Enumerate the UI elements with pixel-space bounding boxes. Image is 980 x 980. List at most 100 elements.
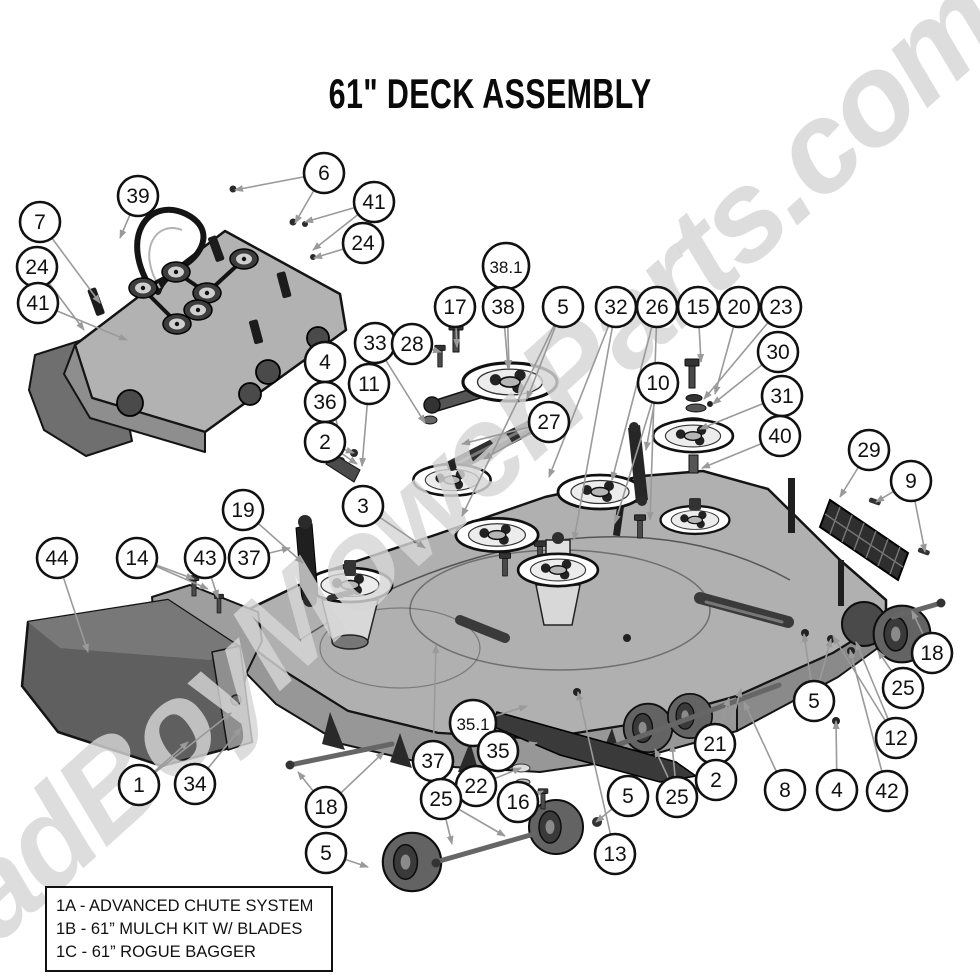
mini-deck-skirt	[63, 344, 206, 453]
leader-line-5	[461, 306, 564, 517]
callout-label-37: 37	[421, 750, 444, 773]
callout-15: 15	[676, 285, 720, 329]
legend-item: 1C - 61” ROGUE BAGGER	[56, 942, 256, 961]
callout-42: 42	[865, 769, 909, 813]
callout-label-27: 27	[537, 411, 560, 434]
rollers-and-rods	[285, 598, 946, 893]
fastener	[573, 688, 581, 696]
leader-line-26	[646, 306, 658, 521]
callout-16: 16	[496, 780, 540, 824]
callout-1: 1	[117, 763, 161, 807]
grate-mesh	[824, 506, 904, 575]
callout-circle-17	[433, 285, 477, 329]
idler-arm-pivot	[423, 396, 441, 414]
callout-label-2: 2	[319, 431, 331, 454]
callout-37: 37	[411, 739, 455, 783]
callout-circle-8	[763, 768, 807, 812]
callout-20: 20	[717, 285, 761, 329]
callout-label-1: 1	[133, 774, 145, 797]
callout-circle-30	[756, 330, 800, 374]
deck-bracket	[788, 478, 795, 533]
axle-rod	[433, 831, 537, 865]
callout-circle-2	[694, 758, 738, 802]
callout-44: 44	[35, 536, 79, 580]
leader-line-10	[614, 382, 659, 524]
deck-bracket	[838, 560, 844, 606]
spindle-pulley	[516, 552, 600, 588]
callout-label-37: 37	[237, 547, 260, 570]
mini-bracket	[208, 235, 225, 262]
axle-rod	[609, 682, 782, 750]
callout-40: 40	[758, 414, 802, 458]
callout-circle-37	[227, 536, 271, 580]
screen-grate-group	[818, 497, 930, 582]
page-title: 61" DECK ASSEMBLY	[329, 70, 652, 117]
callout-13: 13	[593, 832, 637, 876]
link-stud	[629, 422, 639, 432]
nut	[707, 401, 713, 407]
callout-6: 6	[302, 151, 346, 195]
mini-bracket	[87, 287, 105, 316]
callout-label-41: 41	[26, 292, 49, 315]
callout-label-39: 39	[126, 185, 149, 208]
mini-wheel	[255, 359, 281, 385]
callout-5: 5	[606, 774, 650, 818]
axle-rod	[890, 600, 944, 620]
callout-5: 5	[541, 285, 585, 329]
hex-bolt	[684, 358, 700, 389]
callout-label-18: 18	[920, 642, 943, 665]
axle-rod	[287, 741, 395, 768]
callout-label-7: 7	[34, 211, 46, 234]
blade-fin	[390, 733, 412, 768]
callout-label-3: 3	[357, 495, 369, 518]
callout-label-42: 42	[875, 780, 898, 803]
leader-line-42	[848, 649, 888, 792]
callout-circle-19	[221, 488, 265, 532]
callout-label-5: 5	[622, 785, 634, 808]
callout-17: 17	[433, 285, 477, 329]
fastener	[229, 185, 237, 193]
callout-label-4: 4	[319, 351, 331, 374]
drive-belt-inner	[148, 227, 183, 289]
blade-fin	[322, 712, 345, 750]
rod-head	[936, 598, 946, 608]
callout-34: 34	[173, 762, 217, 806]
callout-circle-35	[476, 729, 520, 773]
callout-14: 14	[115, 536, 159, 580]
callout-3: 3	[341, 484, 385, 528]
callout-label-17: 17	[443, 296, 466, 319]
callout-circle-6	[302, 151, 346, 195]
callout-label-11: 11	[358, 373, 380, 396]
ball-stud	[298, 515, 312, 529]
callout-label-15: 15	[686, 296, 709, 319]
spindle-nut	[689, 498, 701, 510]
legend-item: 1B - 61” MULCH KIT W/ BLADES	[56, 919, 303, 938]
callout-label-43: 43	[193, 547, 216, 570]
callout-circle-4	[815, 768, 859, 812]
callout-label-19: 19	[231, 499, 254, 522]
callout-38: 38	[481, 285, 525, 329]
callout-label-33: 33	[363, 332, 386, 355]
callout-label-6: 6	[318, 162, 330, 185]
callout-10: 10	[636, 361, 680, 405]
callout-24: 24	[341, 221, 385, 265]
hinge-hole	[230, 694, 242, 706]
chute-assembly	[20, 584, 263, 768]
callout-label-26: 26	[645, 296, 668, 319]
callout-33: 33	[353, 321, 397, 365]
callout-36: 36	[303, 380, 347, 424]
callout-label-40: 40	[768, 425, 791, 448]
callout-label-5: 5	[808, 690, 820, 713]
callout-circle-12	[874, 716, 918, 760]
callout-circle-3	[341, 484, 385, 528]
leader-line-13	[576, 691, 616, 855]
callout-32: 32	[594, 285, 638, 329]
callout-9: 9	[889, 459, 933, 503]
callout-circle-35.1	[448, 698, 498, 748]
leader-line-26	[610, 306, 658, 481]
callout-25: 25	[881, 666, 925, 710]
callout-37: 37	[227, 536, 271, 580]
